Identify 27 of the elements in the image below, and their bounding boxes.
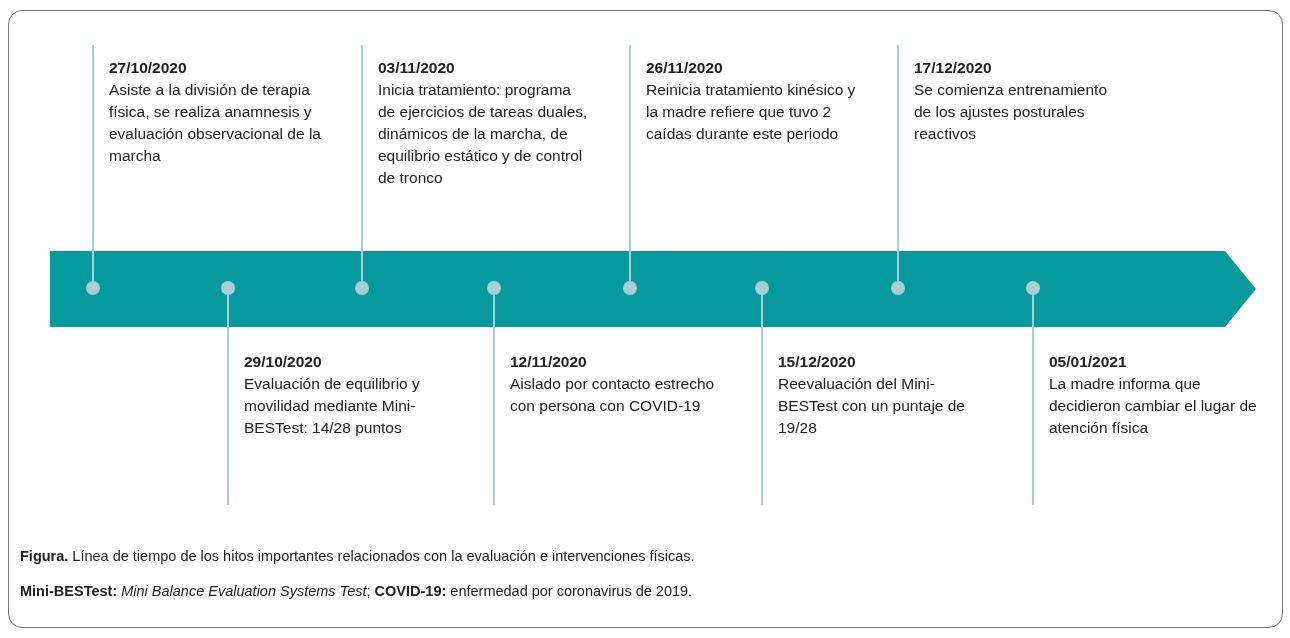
event-description: Evaluación de equilibrio y movilidad mediante Mini-BESTest: 14/28 puntos — [244, 374, 421, 438]
connector-line — [897, 239, 899, 282]
connector-line — [1032, 294, 1034, 336]
connector-line — [361, 239, 363, 282]
event-date: 12/11/2020 — [510, 352, 587, 372]
event-date: 29/10/2020 — [244, 352, 322, 372]
figure-caption: Figura. Línea de tiempo de los hitos importantes relacionados con la evaluación e intervenciones físicas. — [20, 548, 695, 564]
event-description: Reinicia tratamiento kinésico y la madre refiere que tuvo 2 caídas durante este periodo — [646, 80, 857, 144]
event-date: 15/12/2020 — [778, 352, 856, 372]
event-description: Se comienza entrenamiento de los ajustes posturales reactivos — [914, 80, 1108, 144]
event-description: La madre informa que decidieron cambiar el lugar de atención física — [1049, 374, 1258, 438]
event-date: 27/10/2020 — [109, 58, 187, 78]
connector-line — [493, 294, 495, 336]
event-date: 17/12/2020 — [914, 58, 992, 78]
event-card — [92, 45, 322, 240]
connector-line — [227, 294, 229, 336]
event-date: 03/11/2020 — [378, 58, 455, 78]
event-date: 05/01/2021 — [1049, 352, 1127, 372]
connector-line — [92, 239, 94, 282]
abbreviation-note: Mini-BESTest: Mini Balance Evaluation Systems Test; COVID-19: enfermedad por coronavirus de 2019. — [20, 583, 693, 599]
event-description: Inicia tratamiento: programa de ejercicios de tareas duales, dinámicos de la marcha, de equilibrio estático y de control de tronco — [378, 80, 589, 188]
connector-line — [761, 294, 763, 336]
event-date: 26/11/2020 — [646, 58, 723, 78]
event-description: Aislado por contacto estrecho con persona con COVID-19 — [510, 374, 716, 416]
connector-line — [629, 239, 631, 282]
event-description: Reevaluación del Mini-BESTest con un puntaje de 19/28 — [778, 374, 966, 438]
event-description: Asiste a la división de terapia física, se realiza anamnesis y evaluación observacional de la marcha — [109, 80, 322, 166]
